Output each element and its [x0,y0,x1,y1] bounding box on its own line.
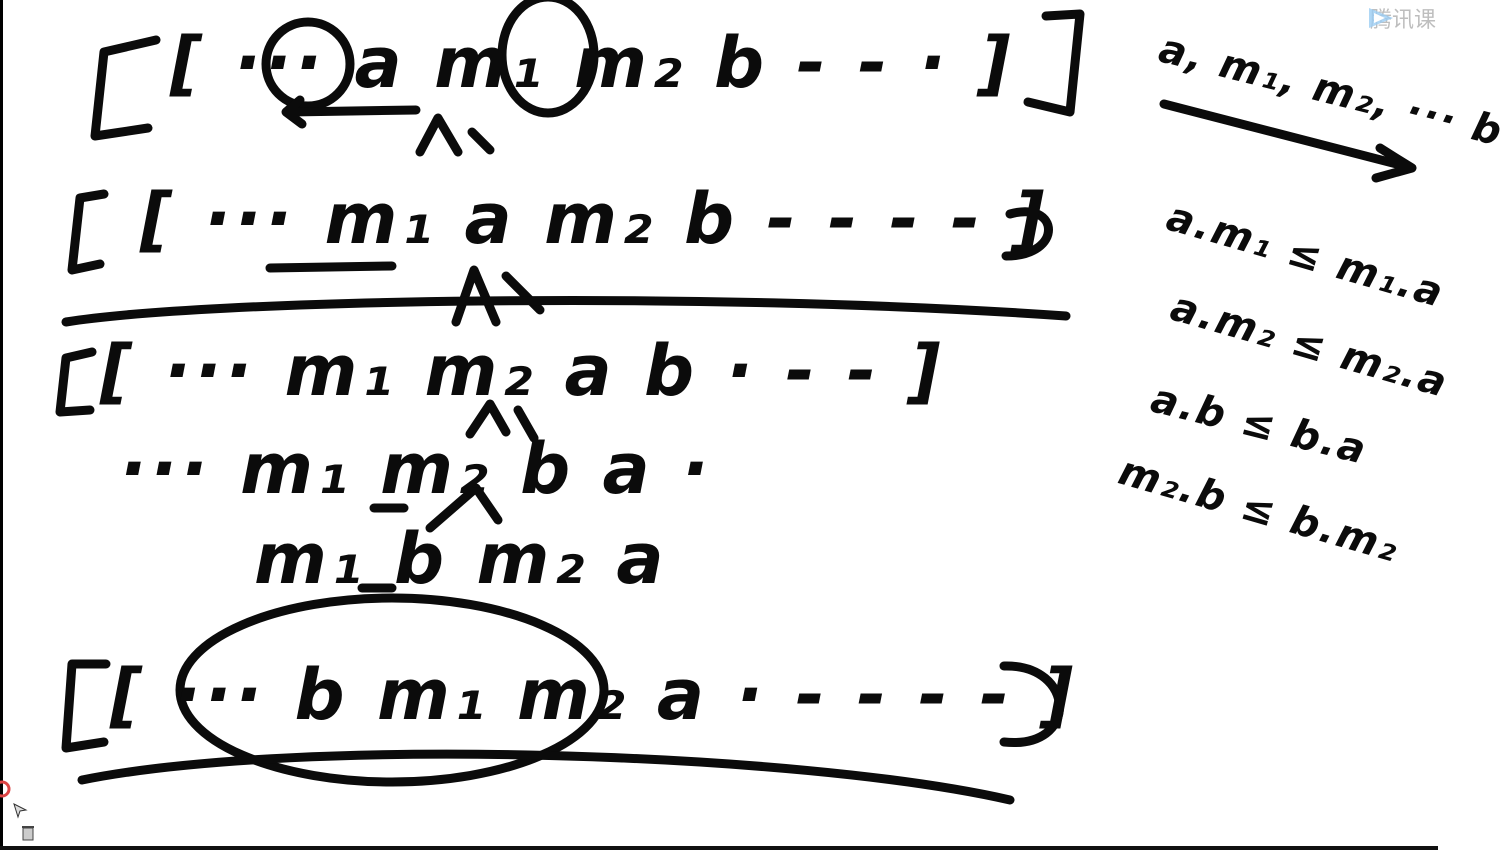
row2-right-bracket [1001,207,1053,261]
window-left-edge [0,0,3,850]
row4-caret [425,483,503,533]
side-arrow [1159,99,1417,183]
row3-left-bracket [55,347,97,417]
row2-left-bracket [67,189,109,275]
row1-circle-b [497,0,599,118]
ink-strokes [55,0,1417,805]
row1-arrow [281,95,421,129]
row-5: m₁ b m₂ a [254,518,668,600]
final-underline [77,749,1015,805]
row-2: [ ··· m₁ a m₂ b - - - - ] [140,178,1049,260]
row1-caret [415,113,495,157]
row1-left-bracket [90,35,161,141]
row2-underline [265,261,397,273]
row-4: ··· m₁ m₂ b a · [120,428,713,510]
row-3: [ ··· m₁ m₂ a b · - - ] [100,330,945,412]
final-right-bracket [999,661,1064,747]
brand-watermark: 腾讯课 [1366,4,1436,32]
row1-right-bracket [1023,9,1085,117]
row3-caret [465,399,539,443]
separator-line [61,296,1071,327]
row1-circle-a [261,17,355,111]
final-left-bracket [61,659,111,753]
tool-dock[interactable] [0,780,44,846]
row-final: [ ··· b m₁ m₂ a · - - - - ] [110,654,1078,736]
row2-caret [451,265,545,327]
final-row-circle [175,593,609,787]
row-1: [ ··· a m₁ m₂ b - - · ] [170,22,1015,104]
window-bottom-edge [0,846,1438,850]
